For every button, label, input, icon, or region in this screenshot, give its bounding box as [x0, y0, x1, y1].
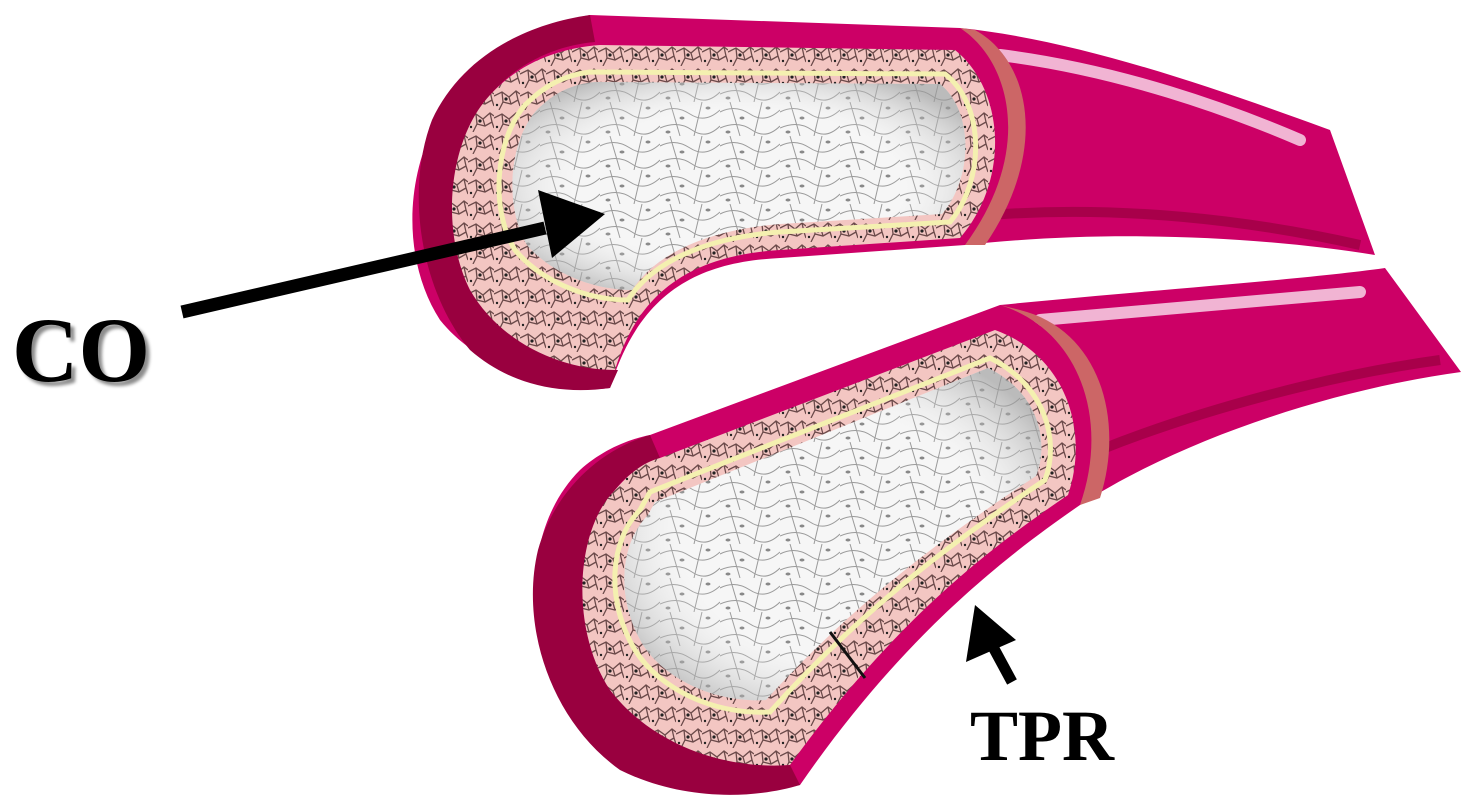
total-peripheral-resistance-label: TPR: [970, 700, 1114, 772]
cardiac-output-label: CO: [12, 304, 150, 396]
arrow-up-left-icon: [966, 605, 1016, 682]
